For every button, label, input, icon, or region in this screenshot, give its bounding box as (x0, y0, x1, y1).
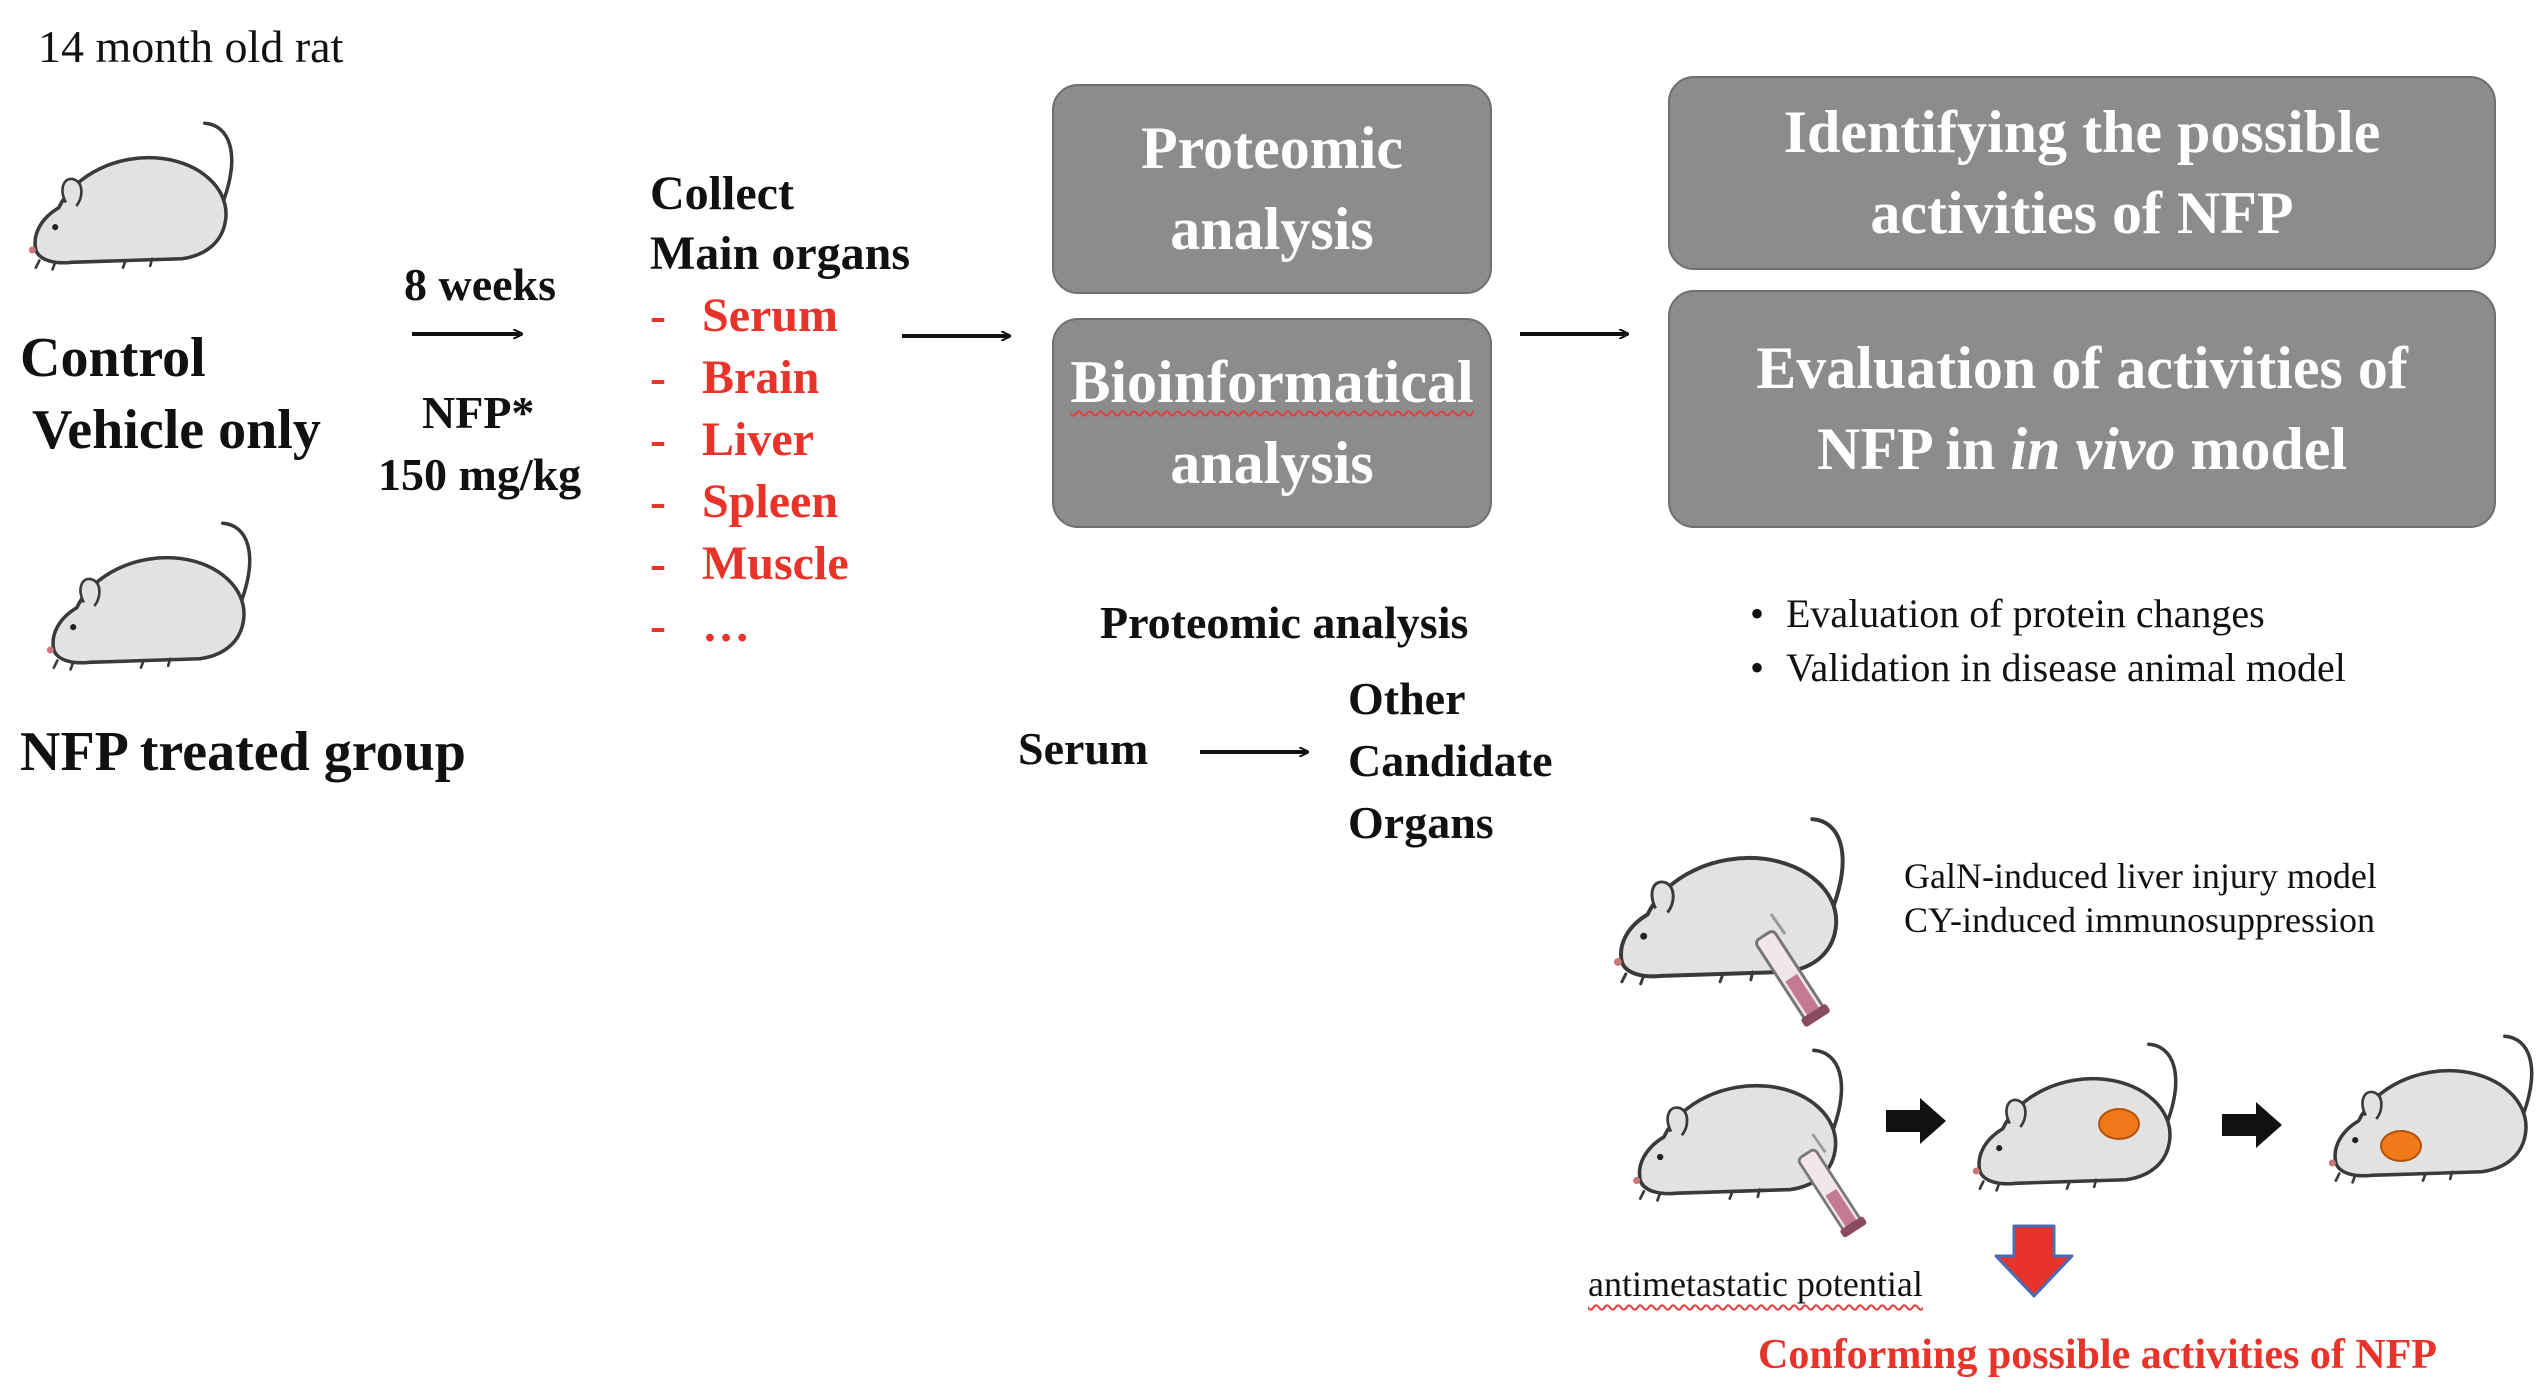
dose-label: 150 mg/kg (378, 449, 582, 500)
evaluation-bullet-list: •Evaluation of protein changes •Validati… (1750, 594, 2346, 702)
treatment-arrow-icon (412, 322, 530, 346)
list-item: •Validation in disease animal model (1750, 645, 2346, 690)
organ-item: -Brain (650, 351, 820, 404)
identify-box-line1: Identifying the possible (1783, 99, 2381, 165)
candidate-label: Candidate (1348, 735, 1553, 786)
down-arrow-icon (1994, 1224, 2074, 1298)
organs-label: Organs (1348, 797, 1494, 848)
conclusion-label: Conforming possible activities of NFP (1758, 1332, 2437, 1378)
control-label: Control (20, 327, 206, 389)
antimetastatic-label: antimetastatic potential (1588, 1264, 1923, 1304)
subject-label: 14 month old rat (38, 21, 344, 72)
metastasis-progress-mouse-icon (2327, 1034, 2534, 1185)
organ-list: -Serum -Brain -Liver -Spleen -Muscle -… (650, 292, 849, 664)
tumor-mouse-icon (1971, 1042, 2178, 1193)
duration-label: 8 weeks (404, 259, 557, 310)
evaluation-activities-box: Evaluation of activities of NFP in in vi… (1668, 290, 2496, 528)
liver-injury-model-label: GalN-induced liver injury model (1904, 856, 2377, 896)
organ-item: -Spleen (650, 475, 839, 528)
other-label: Other (1348, 673, 1466, 724)
to-analysis-arrow-icon (902, 324, 1016, 348)
collect-label: Collect (650, 167, 794, 220)
bioinformatical-box-line2: analysis (1170, 430, 1374, 496)
identify-activities-box: Identifying the possible activities of N… (1668, 76, 2496, 270)
immunosuppression-model-label: CY-induced immunosuppression (1904, 900, 2375, 940)
step-arrow-icon (1886, 1098, 1946, 1144)
serum-to-organs-arrow-icon (1200, 740, 1314, 764)
organ-item: -… (650, 599, 750, 652)
main-organs-label: Main organs (650, 227, 911, 280)
tumor-marker (2098, 1108, 2140, 1140)
bioinformatical-box-line1: Bioinformatical (1070, 349, 1474, 415)
list-item: •Evaluation of protein changes (1750, 591, 2265, 636)
tumor-marker (2380, 1130, 2422, 1162)
identify-box-line2: activities of NFP (1870, 180, 2294, 246)
drug-label: NFP* (422, 387, 535, 438)
proteomic-box-line1: Proteomic (1140, 115, 1404, 181)
proteomic-heading: Proteomic analysis (1100, 597, 1469, 648)
step-arrow-icon (2222, 1102, 2282, 1148)
syringe-icon (1796, 1132, 1869, 1240)
bioinformatical-analysis-box: Bioinformatical analysis (1052, 318, 1492, 528)
serum-source-label: Serum (1018, 723, 1149, 774)
organ-item: -Liver (650, 413, 814, 466)
proteomic-box-line2: analysis (1170, 196, 1374, 262)
to-activities-arrow-icon (1520, 322, 1634, 346)
treated-mouse-icon (45, 521, 252, 672)
evaluation-box-line2: NFP in in vivo model (1817, 416, 2347, 482)
organ-item: -Serum (650, 289, 838, 342)
vehicle-label: Vehicle only (32, 399, 321, 461)
control-mouse-icon (27, 121, 234, 272)
syringe-icon (1753, 912, 1833, 1030)
evaluation-box-line1: Evaluation of activities of (1756, 335, 2408, 401)
proteomic-analysis-box: Proteomic analysis (1052, 84, 1492, 294)
organ-item: -Muscle (650, 537, 849, 590)
treated-group-label: NFP treated group (20, 721, 466, 783)
